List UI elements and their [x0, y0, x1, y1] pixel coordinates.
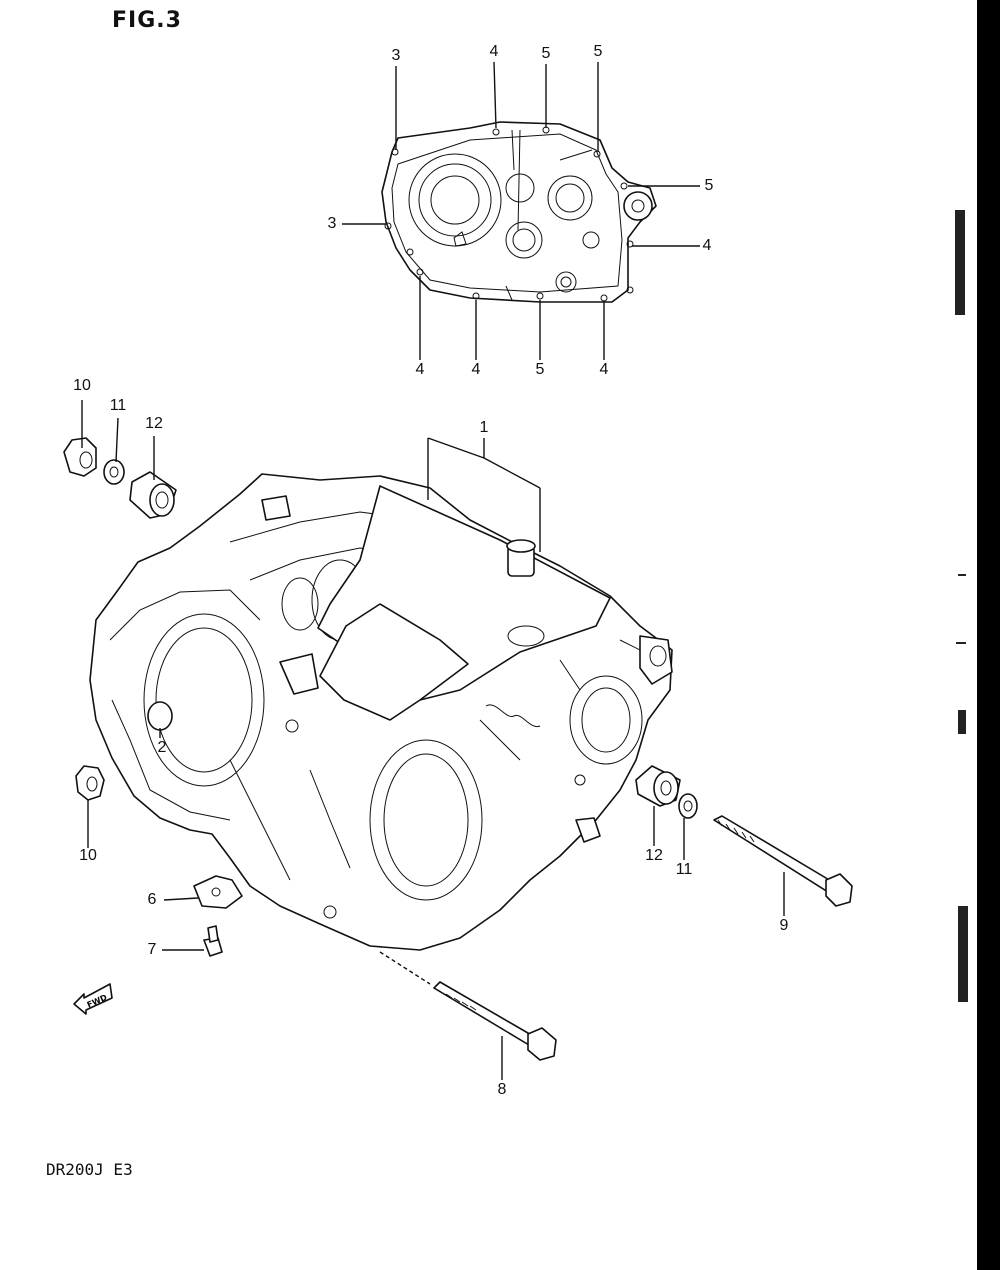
callout-4-top: 4: [489, 43, 499, 60]
model-code: DR200J E3: [46, 1160, 133, 1179]
screw: [203, 925, 223, 957]
leader-lines: [81, 400, 785, 1080]
washer-upper: [103, 459, 125, 485]
callout-11-upper: 11: [109, 397, 127, 414]
clamp-plate: [193, 875, 243, 909]
callout-2: 2: [157, 739, 167, 756]
callout-1: 1: [479, 419, 489, 436]
callout-10-lower: 10: [79, 847, 97, 864]
cap-nut-lower: [75, 765, 105, 801]
callout-6: 6: [147, 891, 157, 908]
callout-12-upper: 12: [145, 415, 163, 432]
stud-bolt-8: [433, 981, 557, 1061]
scan-edge-bar: [977, 0, 1000, 1270]
callout-4-right: 4: [702, 237, 712, 254]
callout-11-right: 11: [675, 861, 693, 878]
crankcase-assembly: [89, 473, 673, 951]
callout-10-upper: 10: [73, 377, 91, 394]
callout-4-bottom-c: 4: [599, 361, 609, 378]
scan-artifacts: [955, 210, 968, 1002]
callout-12-right: 12: [645, 847, 663, 864]
callout-5-top-a: 5: [541, 45, 551, 62]
callout-9: 9: [779, 917, 789, 934]
cap-nut-upper: [63, 437, 97, 477]
figure-title: FIG.3: [112, 8, 182, 33]
callout-5-top-b: 5: [593, 43, 603, 60]
callout-4-bottom-a: 4: [415, 361, 425, 378]
callout-3-top: 3: [391, 47, 401, 64]
callout-4-bottom-b: 4: [471, 361, 481, 378]
callout-8: 8: [497, 1081, 507, 1098]
callout-5-right: 5: [704, 177, 714, 194]
callout-3-left: 3: [327, 215, 337, 232]
crankcase-gasket-face-inset: [342, 61, 700, 360]
washer-right: [678, 793, 698, 819]
spacer-collar-right: [635, 765, 681, 807]
callout-7: 7: [147, 941, 157, 958]
fwd-arrow-icon: FWD: [73, 983, 113, 1015]
callout-5-bottom: 5: [535, 361, 545, 378]
spacer-collar-upper: [129, 471, 177, 519]
stud-bolt-9: [713, 815, 853, 907]
